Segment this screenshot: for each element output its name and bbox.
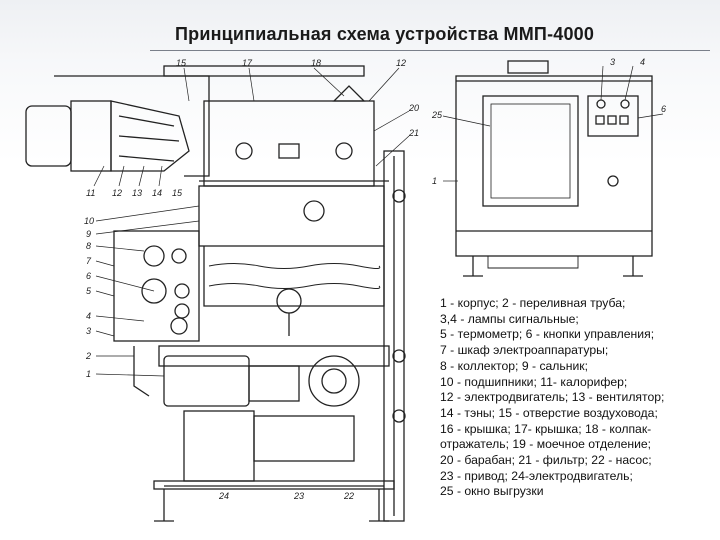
frame-right (383, 150, 405, 522)
thermometer (276, 288, 302, 314)
drive-23 (253, 415, 355, 462)
signal-lamp-4 (620, 99, 630, 109)
legend-line: 8 - коллектор; 9 - сальник; (440, 358, 589, 373)
air-duct (54, 75, 210, 177)
pump (308, 355, 360, 407)
svg-text:10: 10 (84, 216, 94, 226)
svg-text:9: 9 (86, 229, 91, 239)
svg-text:25: 25 (431, 110, 443, 120)
svg-text:23: 23 (293, 491, 304, 501)
drum (198, 185, 385, 247)
legend-line: 14 - тэны; 15 - отверстие воздуховода; (440, 405, 658, 420)
heater-motor (25, 105, 72, 167)
svg-text:1: 1 (86, 369, 91, 379)
svg-text:12: 12 (396, 58, 406, 68)
svg-text:5: 5 (86, 286, 92, 296)
fan-casing (110, 100, 190, 172)
legend-line: 23 - привод; 24-электродвигатель; (440, 468, 633, 483)
legend-line: 1 - корпус; 2 - переливная труба; (440, 296, 626, 310)
top-vent (507, 60, 549, 74)
legend-line: 20 - барабан; 21 - фильтр; 22 - насос; (440, 453, 652, 468)
svg-text:8: 8 (86, 241, 91, 251)
svg-text:14: 14 (152, 188, 162, 198)
svg-text:20: 20 (408, 103, 419, 113)
svg-text:11: 11 (86, 188, 95, 198)
svg-text:12: 12 (112, 188, 122, 198)
control-cabinet (113, 230, 200, 342)
legend-line: отражатель; 19 - моечное отделение; (440, 437, 652, 452)
top-cover (163, 65, 365, 77)
svg-text:15: 15 (172, 188, 183, 198)
svg-text:6: 6 (86, 271, 91, 281)
svg-text:15: 15 (176, 58, 187, 68)
svg-text:3: 3 (610, 57, 615, 67)
motor-24 (183, 410, 255, 482)
legend-line: 5 - термометр; 6 - кнопки управления; (440, 327, 655, 342)
deflector-cap (332, 85, 366, 102)
unload-window (482, 95, 579, 207)
legend-line: 7 - шкаф электроаппаратуры; (440, 343, 609, 358)
slide-title: Принципиальная схема устройства ММП-4000 (175, 24, 595, 44)
drive-motor (163, 355, 250, 407)
overflow-pipe (133, 346, 150, 397)
wash-tank (203, 246, 385, 307)
legend-line: 12 - электродвигатель; 13 - вентилятор; (440, 390, 665, 405)
title-underline (150, 50, 710, 51)
svg-text:21: 21 (408, 128, 419, 138)
svg-text:24: 24 (218, 491, 229, 501)
legend-line: 16 - крышка; 17- крышка; 18 - колпак- (440, 421, 652, 436)
legend-line: 10 - подшипники; 11- калорифер; (440, 374, 628, 389)
cabinet-body (455, 75, 653, 257)
svg-text:4: 4 (640, 57, 645, 67)
legend-line: 3,4 - лампы сигнальные; (440, 311, 579, 326)
machine-front-view: 3 4 25 6 1 (431, 57, 666, 277)
indicator-panel (587, 95, 639, 137)
svg-text:3: 3 (86, 326, 91, 336)
svg-text:7: 7 (86, 256, 92, 266)
svg-text:17: 17 (242, 58, 253, 68)
svg-text:13: 13 (132, 188, 142, 198)
svg-text:4: 4 (86, 311, 91, 321)
component-legend: 1 - корпус; 2 - переливная труба; 3,4 - … (440, 296, 715, 500)
svg-text:18: 18 (311, 58, 321, 68)
motor-housing (70, 100, 112, 172)
svg-text:22: 22 (343, 491, 354, 501)
svg-text:6: 6 (661, 104, 666, 114)
svg-text:2: 2 (85, 351, 91, 361)
signal-lamp-3 (596, 99, 606, 109)
svg-text:1: 1 (432, 176, 437, 186)
legend-line: 25 - окно выгрузки (440, 484, 544, 499)
